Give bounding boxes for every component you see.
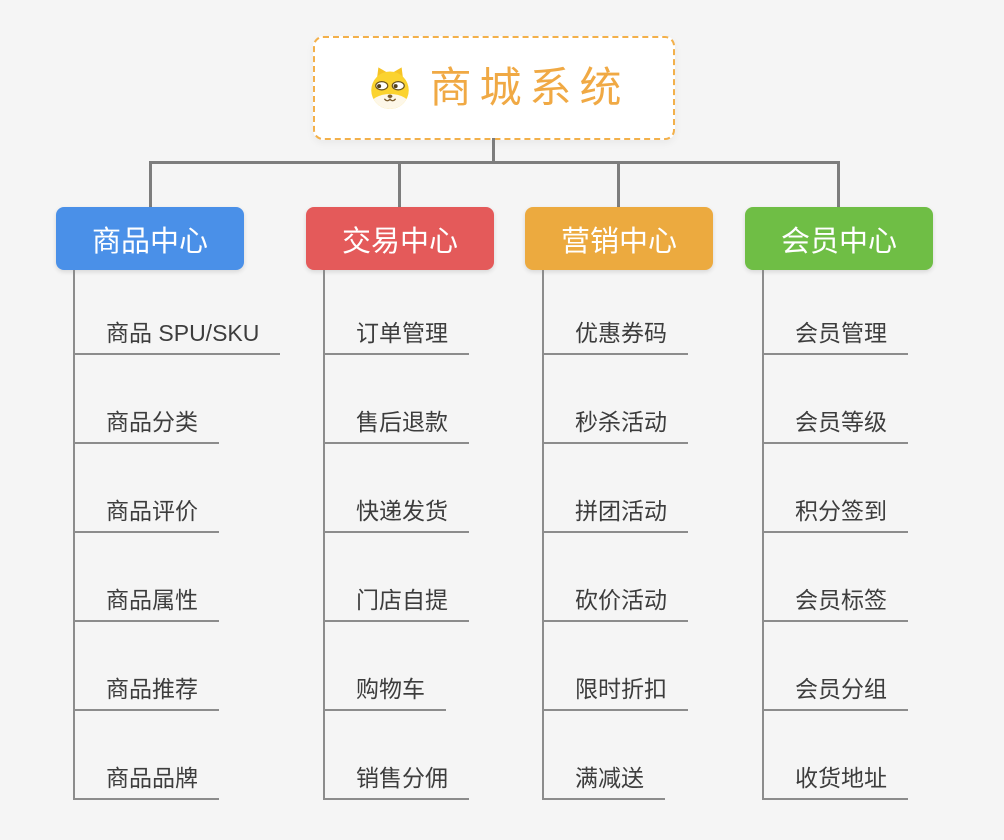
child-node[interactable]: 门店自提 <box>323 533 469 622</box>
child-node[interactable]: 快递发货 <box>323 444 469 533</box>
child-node-label: 订单管理 <box>356 320 448 346</box>
branch-trunk-line <box>762 270 764 800</box>
child-node[interactable]: 商品属性 <box>73 533 219 622</box>
child-node[interactable]: 商品品牌 <box>73 711 219 800</box>
connector-horizontal-bar <box>149 161 840 164</box>
connector-root-stem <box>492 138 495 163</box>
child-node-label: 销售分佣 <box>356 765 448 791</box>
connector-drop <box>149 163 152 207</box>
child-node[interactable]: 会员等级 <box>762 355 908 444</box>
child-node-label: 商品属性 <box>106 587 198 613</box>
child-node-label: 售后退款 <box>356 409 448 435</box>
child-node-label: 会员分组 <box>795 676 887 702</box>
child-node[interactable]: 满减送 <box>542 711 665 800</box>
child-node-label: 积分签到 <box>795 498 887 524</box>
child-node-label: 商品 SPU/SKU <box>106 320 260 346</box>
child-node[interactable]: 砍价活动 <box>542 533 688 622</box>
child-node-label: 会员管理 <box>795 320 887 346</box>
branch-children-list: 商品 SPU/SKU 商品分类商品评价商品属性商品推荐商品品牌 <box>56 270 286 800</box>
root-node[interactable]: 商城系统 <box>313 36 675 140</box>
child-node[interactable]: 商品评价 <box>73 444 219 533</box>
branch-marketing-center: 营销中心 优惠券码秒杀活动拼团活动砍价活动限时折扣满减送 <box>525 207 755 800</box>
child-node-label: 砍价活动 <box>575 587 667 613</box>
child-node[interactable]: 商品分类 <box>73 355 219 444</box>
child-node[interactable]: 会员分组 <box>762 622 908 711</box>
child-node[interactable]: 拼团活动 <box>542 444 688 533</box>
child-node-label: 商品推荐 <box>106 676 198 702</box>
child-node[interactable]: 售后退款 <box>323 355 469 444</box>
branch-member-center: 会员中心 会员管理会员等级积分签到会员标签会员分组收货地址 <box>745 207 975 800</box>
child-node[interactable]: 积分签到 <box>762 444 908 533</box>
branch-node-trade-center[interactable]: 交易中心 <box>306 207 494 270</box>
child-node[interactable]: 限时折扣 <box>542 622 688 711</box>
child-node[interactable]: 会员管理 <box>762 270 908 355</box>
child-node[interactable]: 会员标签 <box>762 533 908 622</box>
connector-drop <box>398 163 401 207</box>
child-node-label: 限时折扣 <box>575 676 667 702</box>
child-node-label: 购物车 <box>356 676 425 702</box>
child-node[interactable]: 收货地址 <box>762 711 908 800</box>
child-node[interactable]: 销售分佣 <box>323 711 469 800</box>
branch-children-list: 优惠券码秒杀活动拼团活动砍价活动限时折扣满减送 <box>525 270 755 800</box>
child-node[interactable]: 商品推荐 <box>73 622 219 711</box>
child-node-label: 门店自提 <box>356 587 448 613</box>
branch-children-list: 订单管理售后退款快递发货门店自提购物车销售分佣 <box>306 270 536 800</box>
child-node-label: 满减送 <box>575 765 644 791</box>
child-node-label: 商品分类 <box>106 409 198 435</box>
child-node-label: 拼团活动 <box>575 498 667 524</box>
branch-trunk-line <box>542 270 544 800</box>
child-node-label: 商品评价 <box>106 498 198 524</box>
branch-children-list: 会员管理会员等级积分签到会员标签会员分组收货地址 <box>745 270 975 800</box>
child-node[interactable]: 优惠券码 <box>542 270 688 355</box>
branch-trade-center: 交易中心 订单管理售后退款快递发货门店自提购物车销售分佣 <box>306 207 536 800</box>
child-node-label: 会员标签 <box>795 587 887 613</box>
branch-product-center: 商品中心 商品 SPU/SKU 商品分类商品评价商品属性商品推荐商品品牌 <box>56 207 286 800</box>
child-node-label: 商品品牌 <box>106 765 198 791</box>
child-node[interactable]: 订单管理 <box>323 270 469 355</box>
connector-drop <box>837 163 840 207</box>
branch-node-marketing-center[interactable]: 营销中心 <box>525 207 713 270</box>
child-node-label: 快递发货 <box>356 498 448 524</box>
root-node-title: 商城系统 <box>429 64 630 111</box>
child-node-label: 优惠券码 <box>575 320 667 346</box>
branch-trunk-line <box>73 270 75 800</box>
child-node[interactable]: 商品 SPU/SKU <box>73 270 281 355</box>
branch-trunk-line <box>323 270 325 800</box>
doge-icon <box>371 67 410 109</box>
branch-node-member-center[interactable]: 会员中心 <box>745 207 933 270</box>
branch-node-product-center[interactable]: 商品中心 <box>56 207 244 270</box>
connector-drop <box>617 163 620 207</box>
child-node-label: 收货地址 <box>795 765 887 791</box>
child-node[interactable]: 购物车 <box>323 622 446 711</box>
child-node[interactable]: 秒杀活动 <box>542 355 688 444</box>
child-node-label: 秒杀活动 <box>575 409 667 435</box>
child-node-label: 会员等级 <box>795 409 887 435</box>
